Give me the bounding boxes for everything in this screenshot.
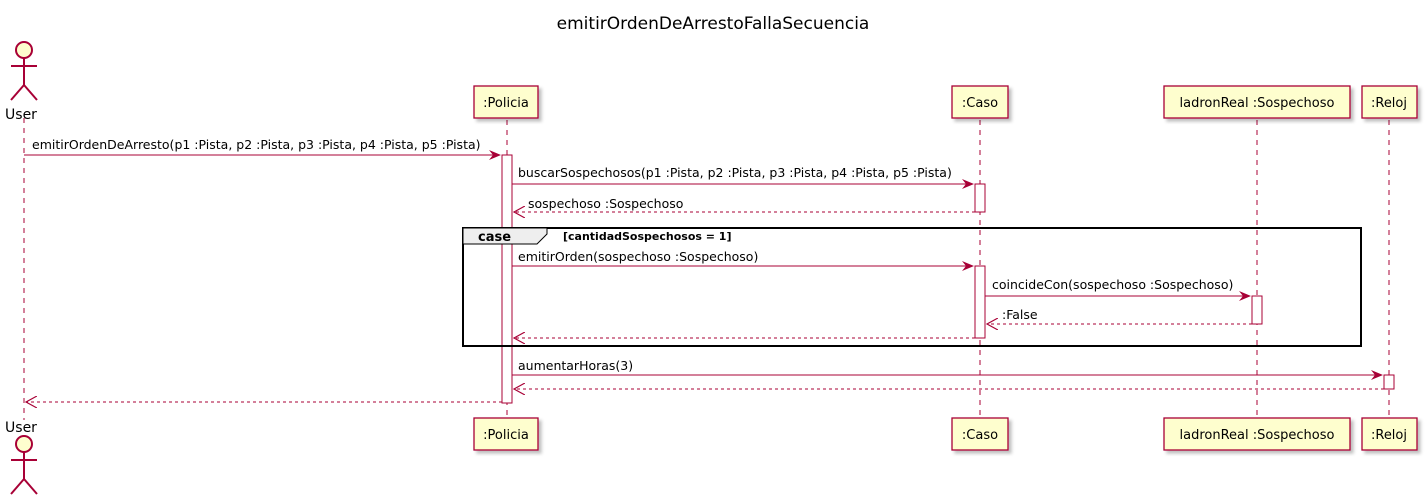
activation-reloj bbox=[1383, 374, 1395, 390]
message-label: coincideCon(sospechoso :Sospechoso) bbox=[992, 277, 1233, 292]
participant-box bbox=[473, 417, 539, 451]
participant-label: :Reloj bbox=[1371, 96, 1407, 111]
participant-ladron-bottom: ladronReal :Sospechoso bbox=[1163, 417, 1351, 451]
participant-label: :Reloj bbox=[1371, 428, 1407, 443]
actor-user-top: User bbox=[5, 41, 38, 123]
case-fragment: case [cantidadSospechosos = 1] bbox=[462, 227, 1362, 347]
participant-caso-bottom: :Caso bbox=[951, 417, 1009, 451]
message-label: emitirOrden(sospechoso :Sospechoso) bbox=[518, 249, 758, 264]
message-label: :False bbox=[1002, 307, 1038, 322]
participant-label: :Policia bbox=[483, 96, 529, 111]
participant-box bbox=[1163, 417, 1351, 451]
fragment-keyword: case bbox=[478, 230, 511, 245]
lifelines bbox=[23, 118, 1390, 420]
message-label: aumentarHoras(3) bbox=[518, 358, 633, 373]
fragment-condition: [cantidadSospechosos = 1] bbox=[563, 230, 731, 243]
activation-policia bbox=[501, 154, 513, 404]
participant-policia-bottom: :Policia bbox=[473, 417, 539, 451]
message-label: sospechoso :Sospechoso bbox=[528, 196, 683, 211]
fragment-frame bbox=[462, 227, 1362, 347]
actor-user-label-bottom: User bbox=[5, 420, 37, 436]
participant-box bbox=[473, 85, 539, 119]
activation-caso-1 bbox=[974, 183, 986, 213]
participant-ladron-top: ladronReal :Sospechoso bbox=[1163, 85, 1351, 119]
participant-box bbox=[1163, 85, 1351, 119]
activation-ladron bbox=[1251, 295, 1263, 325]
participant-box bbox=[951, 417, 1009, 451]
actor-user-label-top: User bbox=[5, 107, 37, 123]
participant-caso-top: :Caso bbox=[951, 85, 1009, 119]
activation-bars bbox=[501, 154, 1395, 404]
participant-label: ladronReal :Sospechoso bbox=[1180, 96, 1335, 111]
participant-box bbox=[1361, 85, 1418, 119]
participant-box bbox=[1361, 417, 1418, 451]
actor-user-icon bbox=[10, 435, 38, 495]
participant-reloj-top: :Reloj bbox=[1361, 85, 1418, 119]
actor-user-icon bbox=[10, 41, 38, 101]
participant-reloj-bottom: :Reloj bbox=[1361, 417, 1418, 451]
messages: emitirOrdenDeArresto(p1 :Pista, p2 :Pist… bbox=[24, 137, 1384, 402]
message-label: buscarSospechosos(p1 :Pista, p2 :Pista, … bbox=[518, 165, 952, 180]
participant-policia-top: :Policia bbox=[473, 85, 539, 119]
participant-label: :Caso bbox=[962, 96, 998, 111]
fragment-tab bbox=[462, 227, 548, 245]
activation-caso-2 bbox=[974, 265, 986, 339]
actor-user-bottom: User bbox=[5, 420, 38, 495]
participant-label: :Caso bbox=[962, 428, 998, 443]
diagram-title: emitirOrdenDeArrestoFallaSecuencia bbox=[557, 14, 870, 34]
message-label: emitirOrdenDeArresto(p1 :Pista, p2 :Pist… bbox=[32, 137, 481, 152]
participant-box bbox=[951, 85, 1009, 119]
participant-label: ladronReal :Sospechoso bbox=[1180, 428, 1335, 443]
participant-label: :Policia bbox=[483, 428, 529, 443]
